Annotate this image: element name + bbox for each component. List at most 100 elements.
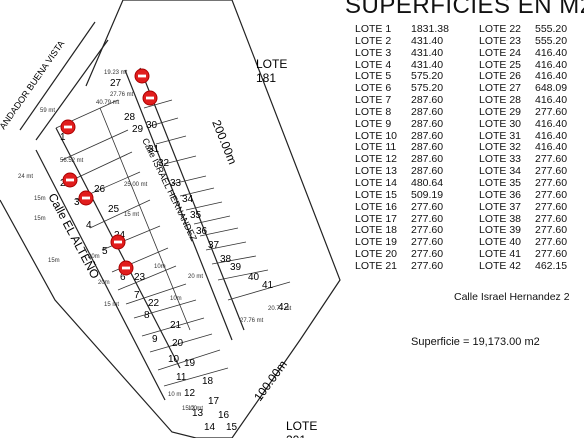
lot-label: LOTE 21 <box>355 259 398 272</box>
lot-number: 21 <box>170 320 182 331</box>
lot-divider <box>199 227 239 237</box>
middle-street-line <box>124 69 233 341</box>
lot-label: LOTE 32 <box>479 141 522 154</box>
lot-divider <box>149 333 213 353</box>
lot-area: 287.60 <box>411 94 444 107</box>
lot-label: LOTE 2 <box>355 34 392 47</box>
lot-area: 575.20 <box>411 70 444 83</box>
north-street-line <box>19 21 96 131</box>
lot-label: LOTE 39 <box>479 224 522 237</box>
marked-lot-icon <box>142 90 158 106</box>
dimension-label: 59 mt <box>40 108 55 114</box>
lot-number: 6 <box>120 272 126 283</box>
dimension-label: 20m <box>88 254 100 260</box>
lot-label: LOTE 23 <box>479 34 522 47</box>
dimension-label: 15.00 <box>182 406 198 412</box>
dimension-label: 20 mt <box>188 274 203 280</box>
lot-area: 575.20 <box>411 82 444 95</box>
street-north-label: ANDADOR BUENA VISTA <box>0 39 66 131</box>
marked-lot-icon <box>78 190 94 206</box>
dimension-label: 27.76 mt <box>240 318 264 324</box>
lot-number: 37 <box>208 240 220 251</box>
lot-label: LOTE 31 <box>479 129 522 142</box>
lot-area: 277.60 <box>535 105 568 118</box>
lot-number: 41 <box>262 280 274 291</box>
lot-label: LOTE 28 <box>479 94 522 107</box>
lot-area: 509.19 <box>411 188 444 201</box>
lot-area: 416.40 <box>535 58 568 71</box>
lot-label: LOTE 30 <box>479 117 522 130</box>
lot-number: 12 <box>184 388 196 399</box>
lot-number: 23 <box>134 272 146 283</box>
lot-label: LOTE 4 <box>355 58 392 71</box>
lot-label: LOTE 10 <box>355 129 398 142</box>
lot-area: 431.40 <box>411 34 444 47</box>
lot-number: 31 <box>148 144 160 155</box>
lot-number: 33 <box>170 178 182 189</box>
lot-area: 555.20 <box>535 23 568 35</box>
lot-label: LOTE 42 <box>479 259 522 272</box>
lot-number: 25 <box>108 204 120 215</box>
dimension-label: 24 mt <box>18 174 33 180</box>
lot-label: LOTE 25 <box>479 58 522 71</box>
lot-number: 18 <box>202 376 214 387</box>
lot-divider <box>193 215 231 225</box>
lot-label: LOTE 26 <box>479 70 522 83</box>
lot-label: LOTE 35 <box>479 176 522 189</box>
lot-divider <box>163 155 197 165</box>
lot-number: 1 <box>60 132 66 143</box>
dimension-label: 12 mt <box>188 406 203 412</box>
dimension-label: 15 mt <box>124 212 139 218</box>
lot-number: 22 <box>148 298 160 309</box>
lot-number: 39 <box>230 262 242 273</box>
dimension-label: 15 mt <box>104 302 119 308</box>
middle-street-line-2 <box>139 67 245 331</box>
lot-area: 287.60 <box>411 141 444 154</box>
dimension-label: 10 m <box>168 392 181 398</box>
street-caption: Calle Israel Hernandez 2 <box>454 291 570 303</box>
lot-number: 10 <box>168 354 180 365</box>
dimension-label: 27.76 mt <box>110 92 134 98</box>
marked-lot-icon <box>118 260 134 276</box>
lot-divider <box>117 265 177 291</box>
area-table-row: LOTE 4 431.40 <box>355 58 467 72</box>
lot-area: 431.40 <box>411 58 444 71</box>
lot-label: LOTE 34 <box>479 165 522 178</box>
lot-area: 416.40 <box>535 46 568 59</box>
lot-divider <box>67 151 133 183</box>
lot-number: 34 <box>182 194 194 205</box>
lot-number: 32 <box>158 158 170 169</box>
lot-number: 11 <box>176 372 187 383</box>
lot-area: 416.40 <box>535 129 568 142</box>
dimension-label: 15m <box>34 216 46 222</box>
area-table-row: LOTE 2 431.40 <box>355 34 467 48</box>
lot-area: 277.60 <box>535 248 568 261</box>
lot-area: 1831.38 <box>411 23 449 35</box>
dimension-label: 10m <box>154 264 166 270</box>
lot-label: LOTE 16 <box>355 200 398 213</box>
marked-lot-icon <box>62 172 78 188</box>
lot-label: LOTE 38 <box>479 212 522 225</box>
neighbor-lot-181-num: 181 <box>256 71 276 85</box>
lot-divider <box>157 349 221 371</box>
lot-label: LOTE 40 <box>479 236 522 249</box>
